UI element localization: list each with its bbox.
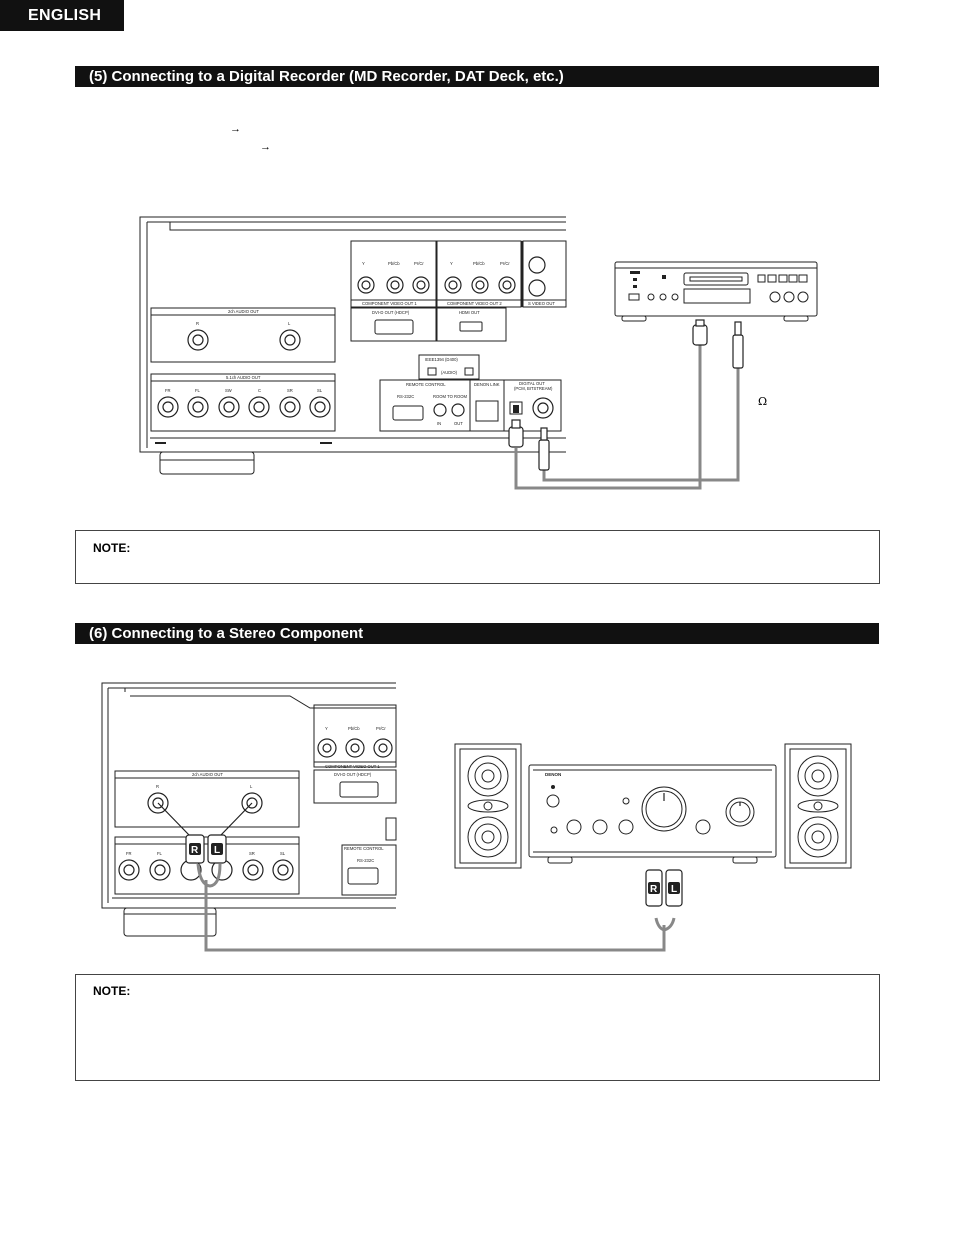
label-remote-control: REMOTE CONTROL [406,382,446,387]
note-label-2: NOTE: [93,984,131,998]
optical-port [509,401,523,415]
label-pr-2: Pr/Cr [500,261,510,266]
plug-l-label-player: L [214,845,220,856]
label-hdmi-out: HDMI OUT [459,310,480,315]
label-ieee: IEEE1394 (D400) [425,357,458,362]
section-6-title: (6) Connecting to a Stereo Component [75,623,879,644]
denon-link-port [475,400,499,422]
label-ch-sw: SW [225,388,232,393]
label-ch-sr-2: SR [249,851,255,856]
label-digital-out-sub: (PCM, BITSTREAM) [514,386,553,391]
label-room-in: IN [437,421,441,426]
label-ch-c: C [258,388,261,393]
label-svideo-out: S VIDEO OUT [528,301,555,306]
rs232c-port [392,405,424,421]
label-pb-2: Pb/Cb [473,261,485,266]
label-two-ch-r-2: R [156,784,159,789]
label-ch-fl-2: FL [157,851,163,856]
right-speaker [784,743,852,869]
label-pb-3: Pb/Cb [348,726,360,731]
coaxial-cable [542,368,740,482]
note-box-1: NOTE: [75,530,880,584]
stereo-amplifier [528,764,777,864]
label-two-ch-out-2: 2ch AUDIO OUT [192,772,223,777]
player-rear-chassis-2 [101,682,396,909]
label-pb-1: Pb/Cb [388,261,400,266]
label-digital-out: DIGITAL OUT [519,381,545,386]
label-five-ch-out: 5.1ch AUDIO OUT [226,375,261,380]
label-audio: (AUDIO) [441,370,458,375]
player-rear-chassis [139,216,566,453]
plug-r-label-player: R [191,845,199,856]
label-y-3: Y [325,726,328,731]
label-ch-sl-2: SL [280,851,286,856]
plug-l-label-amp: L [671,884,677,895]
label-room-out: OUT [454,421,463,426]
md-recorder [614,261,818,322]
label-ch-fl: FL [195,388,201,393]
label-y-2: Y [450,261,453,266]
optical-cable [514,345,702,490]
plug-r-label-amp: R [650,884,658,895]
note-box-2: NOTE: [75,974,880,1081]
player-foot [159,451,255,475]
label-two-ch-out: 2ch AUDIO OUT [228,309,259,314]
label-rs232c: RS-232C [397,394,414,399]
label-room-to-room: ROOM TO ROOM [433,394,468,399]
label-pr-3: Pr/Cr [376,726,386,731]
arrow-glyph-1: → [230,123,241,135]
label-dvi-out: DVI-D OUT (HDCP) [372,310,410,315]
label-ch-sl: SL [317,388,323,393]
label-remote-control-2: REMOTE CONTROL [344,846,384,851]
label-ch-fr: FR [165,388,171,393]
label-dvi-out-2: DVI-D OUT (HDCP) [334,772,372,777]
section-5-title: (5) Connecting to a Digital Recorder (MD… [75,66,879,87]
label-denon-link: DENON LINK [474,382,500,387]
ohm-symbol: Ω [758,395,768,408]
label-component-video-2: COMPONENT VIDEO OUT 2 [447,301,502,306]
label-y-1: Y [362,261,365,266]
hdmi-port [459,321,483,332]
label-ch-sr: SR [287,388,293,393]
label-component-video-1b: COMPONENT VIDEO OUT 1 [325,764,380,769]
label-component-video-1: COMPONENT VIDEO OUT 1 [362,301,417,306]
dvi-port-2 [339,781,379,798]
note-label-1: NOTE: [93,541,131,555]
label-ch-fr-2: FR [126,851,132,856]
label-two-ch-l: L [288,321,291,326]
player-foot-2 [123,907,217,937]
dvi-port [374,319,414,335]
stereo-cable [204,880,666,952]
arrow-glyph-2: → [260,141,271,153]
language-tab: ENGLISH [0,0,124,31]
label-rs232c-2: RS-232C [357,858,374,863]
rs232c-port-2 [347,867,379,885]
label-two-ch-r: R [196,321,199,326]
amplifier-brand: DENON [545,772,561,777]
left-speaker [454,743,522,869]
label-pr-1: Pr/Cr [414,261,424,266]
label-two-ch-l-2: L [250,784,253,789]
